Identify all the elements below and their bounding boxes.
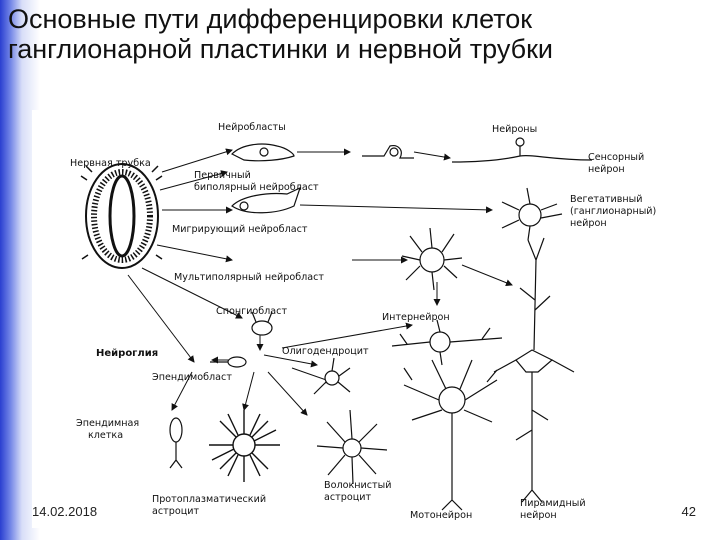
bipolar-neuroblast-cell (362, 145, 414, 159)
label-sensory-2: нейрон (588, 164, 625, 175)
multipolar-neuroblast-cell (401, 227, 463, 291)
label-oligodendrocyte: Олигодендроцит (282, 346, 369, 357)
label-protoplasmic-2: астроцит (152, 506, 199, 517)
neuroblast-cell (230, 143, 295, 162)
label-ependymoblast: Эпендимобласт (152, 372, 232, 383)
ependymoblast-cell (210, 356, 247, 368)
oligodendrocyte-cell (313, 357, 351, 395)
vegetative-neuron-cell (501, 187, 563, 241)
slide-page-number: 42 (681, 504, 696, 519)
differentiation-diagram: Нейробласты Нейроны Нервная трубка Перви… (32, 110, 697, 528)
interneuron-cell (391, 319, 503, 366)
label-primary-bipolar-2: биполярный нейробласт (194, 182, 319, 193)
label-neuroblasts: Нейробласты (218, 122, 286, 133)
label-pyramidal-1: Пирамидный (520, 498, 586, 509)
label-pyramidal-2: нейрон (520, 510, 557, 521)
label-multipolar: Мультиполярный нейробласт (174, 272, 324, 283)
label-neuroglia: Нейроглия (96, 348, 158, 359)
protoplasmic-astrocyte-cell (209, 410, 280, 482)
label-primary-bipolar-1: Первичный (194, 170, 251, 181)
fibrous-astrocyte-cell (316, 409, 388, 485)
diagram-svg: Нейробласты Нейроны Нервная трубка Перви… (70, 122, 656, 521)
slide-date: 14.02.2018 (32, 504, 98, 519)
label-ependymal-2: клетка (88, 430, 123, 441)
label-fibrous-2: астроцит (324, 492, 371, 503)
label-protoplasmic-1: Протоплазматический (152, 494, 266, 505)
label-spongioblast: Спонгиобласт (216, 306, 287, 317)
label-interneuron: Интернейрон (382, 312, 450, 323)
ependymal-cell (169, 417, 183, 469)
slide-title: Основные пути дифференцировки клеток ган… (8, 4, 554, 64)
pyramidal-neuron-cell (493, 237, 575, 503)
label-fibrous-1: Волокнистый (324, 480, 391, 491)
sensory-neuron-cell (451, 137, 593, 163)
label-vegetative-1: Вегетативный (570, 194, 642, 205)
motoneuron-cell (403, 359, 498, 511)
label-neural-tube: Нервная трубка (70, 158, 151, 169)
label-sensory-1: Сенсорный (588, 152, 644, 163)
migrating-neuroblast-cell (231, 186, 302, 214)
label-migrating: Мигрирующий нейробласт (172, 224, 308, 235)
label-ependymal-1: Эпендимная (76, 418, 139, 429)
spongioblast-cell (251, 311, 273, 336)
label-motoneuron: Мотонейрон (410, 510, 472, 521)
neural-tube-drawing (80, 163, 163, 269)
label-vegetative-3: нейрон (570, 218, 607, 229)
label-vegetative-2: (ганглионарный) (570, 206, 656, 217)
label-neurons: Нейроны (492, 124, 537, 135)
arrows (127, 148, 513, 416)
